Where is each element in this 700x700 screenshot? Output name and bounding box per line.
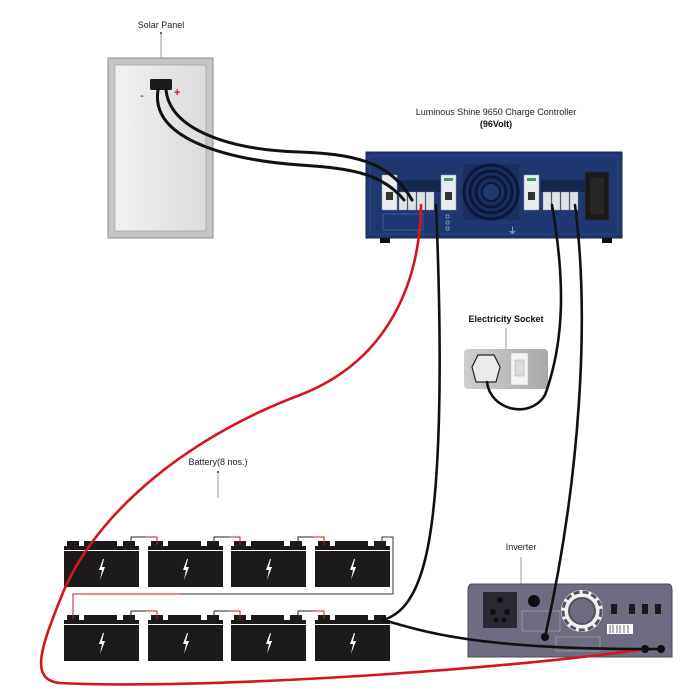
battery-positive-wire [39, 203, 647, 686]
lightning-icon [350, 633, 356, 654]
lightning-icon [183, 559, 189, 580]
controller-subtitle: (96Volt) [480, 119, 512, 129]
positive-sign: + [174, 87, 180, 99]
battery [148, 615, 223, 661]
solar-panel-surface [114, 64, 207, 232]
lightning-icon [183, 633, 189, 654]
mains-input-wire [485, 203, 563, 411]
negative-sign: - [140, 90, 144, 102]
lightning-icon [266, 633, 272, 654]
lightning-icon [266, 559, 272, 580]
rating-plate [521, 610, 561, 632]
battery [315, 541, 390, 587]
inverter: Inverter [467, 542, 673, 658]
fuse-holder [528, 595, 540, 607]
inverter-dc-negative-wire [381, 618, 663, 651]
battery [231, 541, 306, 587]
inverter-switches[interactable] [611, 604, 661, 614]
pv-negative-wire [156, 88, 406, 202]
junction-box [150, 79, 172, 90]
pointer-dot [160, 32, 162, 34]
battery [231, 615, 306, 661]
inverter-label: Inverter [506, 542, 537, 552]
lightning-icon [99, 633, 105, 654]
controller-title: Luminous Shine 9650 Charge Controller [416, 107, 577, 117]
inverter-fan [561, 590, 603, 632]
controller-foot [602, 238, 612, 243]
electricity-socket: Electricity Socket [464, 314, 548, 389]
ground-icon: ⏚ [508, 226, 517, 237]
solar-panel-label: Solar Panel [138, 20, 185, 30]
charge-controller: Luminous Shine 9650 Charge Controller (9… [365, 107, 623, 243]
battery [315, 615, 390, 661]
lightning-icon [350, 559, 356, 580]
battery [148, 541, 223, 587]
battery-bank: Battery(8 nos.) [64, 457, 394, 661]
controller-foot [380, 238, 390, 243]
battery-label: Battery(8 nos.) [188, 457, 247, 467]
cooling-fan [462, 163, 520, 221]
battery [64, 615, 139, 661]
mains-output-wire [543, 203, 584, 639]
indicator-leds [445, 214, 450, 231]
lightning-icon [99, 559, 105, 580]
battery-negative-wire [381, 203, 441, 622]
plug [471, 354, 501, 383]
pv-positive-wire [164, 88, 414, 202]
socket-label: Electricity Socket [468, 314, 543, 324]
wiring [39, 88, 663, 686]
mains-terminals [542, 191, 579, 211]
battery [64, 541, 139, 587]
solar-panel: Solar Panel - + [107, 20, 214, 239]
